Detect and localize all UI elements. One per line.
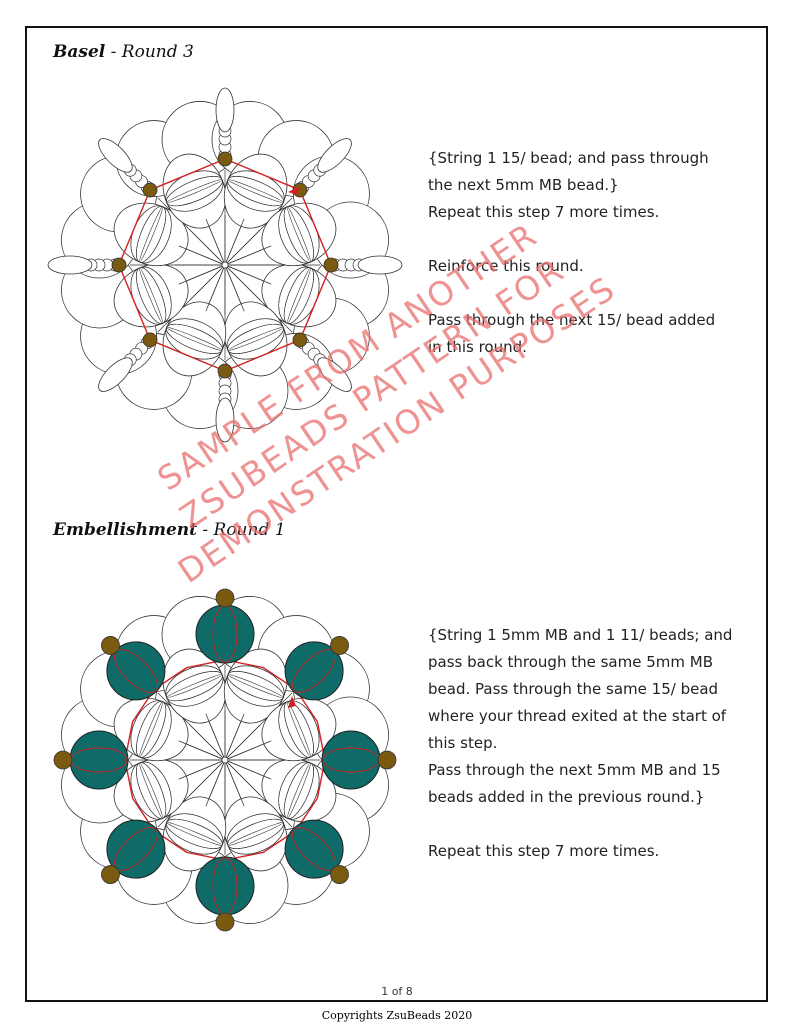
inner-spoke xyxy=(224,264,261,301)
inner-spoke xyxy=(224,724,261,761)
bead-15 xyxy=(292,332,308,348)
inner-spoke xyxy=(224,759,261,796)
bead-11 xyxy=(101,636,120,655)
bead-rib xyxy=(165,665,224,707)
bead-rib xyxy=(226,813,285,855)
drop-petal xyxy=(98,357,133,392)
instruction-line: {String 1 5mm MB and 1 11/ beads; and xyxy=(428,626,733,644)
inner-spoke xyxy=(224,264,245,312)
bead-11 xyxy=(330,636,349,655)
inner-spoke xyxy=(189,264,226,301)
inner-spoke xyxy=(205,713,226,761)
bead-15 xyxy=(217,151,233,167)
instruction-line: Repeat this step 7 more times. xyxy=(428,203,660,221)
instruction-line: {String 1 15/ bead; and pass through xyxy=(428,149,709,167)
inner-spoke xyxy=(224,264,272,285)
bead-11 xyxy=(215,912,235,932)
bead-15 xyxy=(142,332,158,348)
inner-spoke xyxy=(178,740,226,761)
drop-petal xyxy=(357,255,403,275)
instruction-line: bead. Pass through the same 15/ bead xyxy=(428,680,719,698)
bead-5mm-mb xyxy=(106,641,166,701)
inner-spoke xyxy=(178,759,226,780)
bead-5mm-mb xyxy=(195,856,255,916)
inner-spoke xyxy=(189,724,226,761)
inner-spoke xyxy=(189,759,226,796)
thread-arrow-icon xyxy=(288,696,296,708)
bead-5mm-mb xyxy=(284,819,344,879)
bead-15 xyxy=(217,363,233,379)
inner-spoke xyxy=(224,229,261,266)
beadwork-embellishment-diagram xyxy=(53,588,397,932)
bead-5mm-mb xyxy=(106,819,166,879)
bead-5mm-mb xyxy=(195,604,255,664)
ribbed-bead xyxy=(261,202,337,267)
ribbed-bead xyxy=(261,263,337,328)
bead-15 xyxy=(323,257,339,273)
center-point xyxy=(221,261,229,269)
bead-rib xyxy=(130,700,172,759)
inner-spoke xyxy=(189,229,226,266)
inner-spoke xyxy=(224,713,245,761)
bead-rib xyxy=(278,700,320,759)
inner-spoke xyxy=(205,759,226,807)
inner-spoke xyxy=(224,759,245,807)
bead-15 xyxy=(142,182,158,198)
instructions-embellishment: {String 1 5mm MB and 1 11/ beads; and pa… xyxy=(428,622,732,865)
inner-spoke xyxy=(224,218,245,266)
ribbed-bead xyxy=(113,202,189,267)
bead-rib xyxy=(226,665,285,707)
copyright-notice: Copyrights ZsuBeads 2020 xyxy=(321,1009,473,1022)
center-point xyxy=(221,756,229,764)
bead-11 xyxy=(215,588,235,608)
drop-petal xyxy=(317,138,352,173)
ribbed-bead xyxy=(223,796,288,872)
bead-5mm-mb xyxy=(69,730,129,790)
bead-11 xyxy=(101,865,120,884)
inner-spoke xyxy=(205,264,226,312)
bead-15 xyxy=(111,257,127,273)
instruction-line: pass back through the same 5mm MB xyxy=(428,653,713,671)
instruction-line: this step. xyxy=(428,734,498,752)
bead-rib xyxy=(165,813,224,855)
drop-petal xyxy=(215,397,235,443)
instruction-line: in this round. xyxy=(428,338,527,356)
bead-5mm-mb xyxy=(321,730,381,790)
bead-rib xyxy=(130,761,172,820)
instruction-line: where your thread exited at the start of xyxy=(428,707,727,725)
instruction-line: Pass through the next 5mm MB and 15 xyxy=(428,761,721,779)
drop-petal xyxy=(317,357,352,392)
ribbed-bead xyxy=(261,758,337,823)
instruction-line: beads added in the previous round.} xyxy=(428,788,705,806)
bead-11 xyxy=(53,750,73,770)
section-title-basel: Basel - Round 3 xyxy=(53,42,194,62)
thread-arrow-icon xyxy=(288,186,300,195)
inner-spoke xyxy=(224,245,272,266)
bead-rib xyxy=(278,761,320,820)
inner-spoke xyxy=(178,264,226,285)
bead-11 xyxy=(377,750,397,770)
instruction-line: Reinforce this round. xyxy=(428,257,584,275)
instruction-line: Repeat this step 7 more times. xyxy=(428,842,660,860)
bead-11 xyxy=(330,865,349,884)
inner-spoke xyxy=(224,759,272,780)
inner-spoke xyxy=(178,245,226,266)
inner-spoke xyxy=(224,740,272,761)
drop-petal xyxy=(98,138,133,173)
page-number: 1 of 8 xyxy=(381,985,413,998)
instruction-line: the next 5mm MB bead.} xyxy=(428,176,619,194)
beadwork-round-diagram xyxy=(47,87,403,443)
page-frame xyxy=(25,26,768,1002)
instructions-basel: {String 1 15/ bead; and pass through the… xyxy=(428,145,715,361)
section-title-embellishment: Embellishment - Round 1 xyxy=(53,520,286,540)
instruction-line: Pass through the next 15/ bead added xyxy=(428,311,716,329)
bead-5mm-mb xyxy=(284,641,344,701)
drop-petal xyxy=(215,87,235,133)
inner-spoke xyxy=(205,218,226,266)
drop-petal xyxy=(47,255,93,275)
